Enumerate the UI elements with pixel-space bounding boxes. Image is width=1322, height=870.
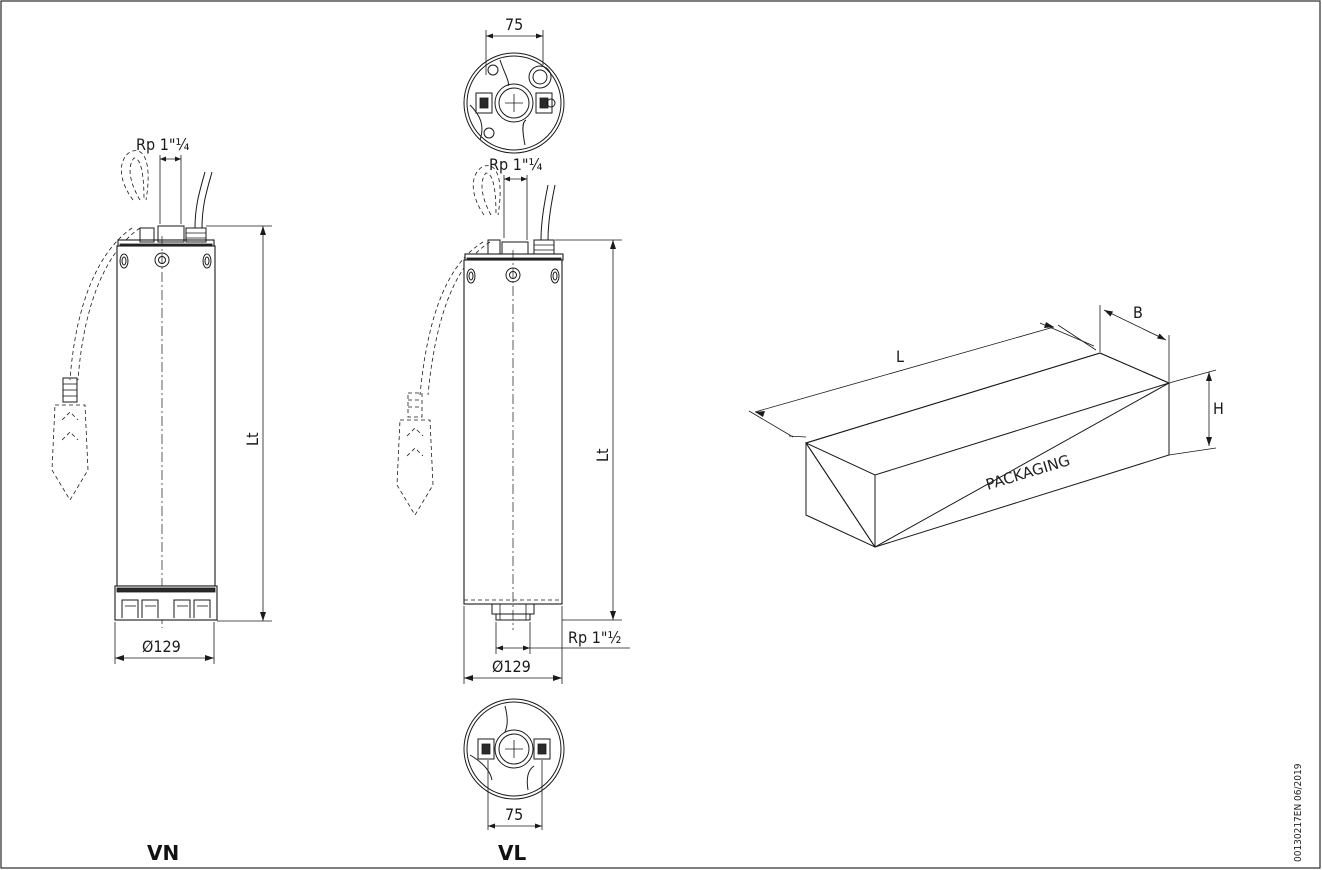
pump-body-vn bbox=[116, 245, 216, 587]
rp-inlet-vl-label: Rp 1"¼ bbox=[489, 155, 542, 174]
diameter-vn-label: Ø129 bbox=[142, 637, 181, 656]
box-length-label: L bbox=[896, 347, 904, 366]
vn-caption: VN bbox=[147, 841, 179, 865]
float-switch-vn bbox=[51, 377, 89, 501]
float-switch-vl bbox=[396, 392, 434, 516]
top-view-vl: 75 bbox=[463, 15, 565, 154]
pump-vl: 75 bbox=[396, 15, 630, 865]
rp-inlet-vn-label: Rp 1"¼ bbox=[136, 135, 189, 154]
pump-vn: Rp 1"¼ Lt Ø129 VN bbox=[51, 135, 272, 865]
top-view-width-label: 75 bbox=[505, 15, 523, 34]
length-vn-label: Lt bbox=[243, 432, 262, 446]
bottom-view-width-label: 75 bbox=[505, 805, 523, 824]
packaging-label: PACKAGING bbox=[984, 451, 1072, 494]
intake-grille-vn bbox=[114, 585, 218, 621]
packaging-box: PACKAGING L B H bbox=[748, 303, 1224, 548]
rp-outlet-vl-label: Rp 1"½ bbox=[568, 628, 621, 647]
diameter-vl-label: Ø129 bbox=[492, 657, 531, 676]
length-vl-label: Lt bbox=[593, 448, 612, 462]
document-code: 00130217EN 06/2019 bbox=[1293, 763, 1304, 862]
box-height-label: H bbox=[1213, 399, 1224, 418]
bottom-view-vl: 75 bbox=[463, 698, 565, 830]
box-width-label: B bbox=[1133, 303, 1143, 322]
vl-caption: VL bbox=[498, 841, 526, 865]
